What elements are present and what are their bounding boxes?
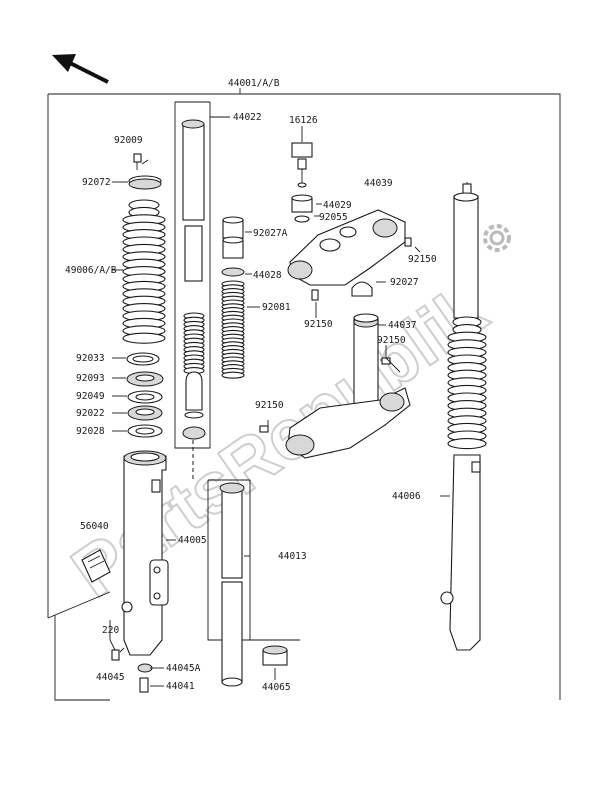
assembly-outline [47,88,561,701]
outer-tube-44005 [121,450,169,656]
label-92072: 92072 [82,177,111,188]
bolt-92009 [133,153,142,170]
bellows-fold [447,438,487,450]
label-49006: 49006/A/B [65,265,117,276]
label-44028: 44028 [253,270,282,281]
label-56040: 56040 [80,521,109,532]
arrow-up-left-icon [52,54,109,84]
label-44041: 44041 [166,681,195,692]
gasket-44045A [137,663,153,673]
label-sticker-56040 [81,549,111,583]
spring-left-92081 [183,312,205,375]
leader-lines [109,126,450,687]
gear-icon [483,224,511,252]
label-44045A: 44045A [166,663,201,674]
label-44065: 44065 [262,682,291,693]
label-44039: 44039 [364,178,393,189]
spring-right-92081 [221,280,245,379]
spring-coil [221,371,245,379]
bolt-44041 [139,677,149,693]
label-92150-b: 92150 [304,319,333,330]
part-labels: 44001/A/B 44022 16126 44039 92009 92072 … [65,78,437,693]
label-92055: 92055 [319,212,348,223]
inner-tube-44022 [181,119,205,282]
label-44029: 44029 [323,200,352,211]
label-44013: 44013 [278,551,307,562]
bushing-44065 [262,645,288,666]
bellows-fold [122,332,166,344]
label-92028: 92028 [76,426,105,437]
collar-92027 [351,281,373,297]
assembled-fork-44006 [440,182,481,651]
spacer-92027A [222,216,244,259]
label-92027: 92027 [390,277,419,288]
label-44022: 44022 [233,112,262,123]
clamp-92072 [128,175,162,190]
bolt-92150-lower [259,425,269,433]
label-16126: 16126 [289,115,318,126]
ring-92028 [127,424,163,438]
washer-92093 [126,371,164,387]
lower-bracket [285,357,411,459]
washer-44028 [221,267,245,277]
label-92022: 92022 [76,408,105,419]
washer-92049 [127,390,163,404]
label-92009: 92009 [114,135,143,146]
label-92033: 92033 [76,353,105,364]
fork-boot-49006 [122,199,166,344]
label-92081: 92081 [262,302,291,313]
label-220: 220 [102,625,119,636]
bolt-44045 [111,647,125,661]
label-92027A: 92027A [253,228,288,239]
inner-tube-group-box [174,101,230,449]
label-44005: 44005 [178,535,207,546]
bolt-92150-upper [311,237,412,301]
label-92150-c: 92150 [377,335,406,346]
upper-bracket-44039 [287,209,406,286]
piston-rod-part [182,371,206,440]
fork-boot-44006 [447,316,487,450]
label-44045: 44045 [96,672,125,683]
label-92049: 92049 [76,391,105,402]
label-92093: 92093 [76,373,105,384]
fork-tube-44013 [219,482,245,687]
label-44006: 44006 [392,491,421,502]
seal-92033 [126,352,160,366]
cap-bolt-44029 [291,194,313,223]
label-92150-d: 92150 [255,400,284,411]
cap-16126 [291,142,313,188]
seal-92022 [127,405,163,421]
label-92150-a: 92150 [408,254,437,265]
outer-tube-group-box [207,479,300,641]
label-44001: 44001/A/B [228,78,280,89]
label-44037: 44037 [388,320,417,331]
